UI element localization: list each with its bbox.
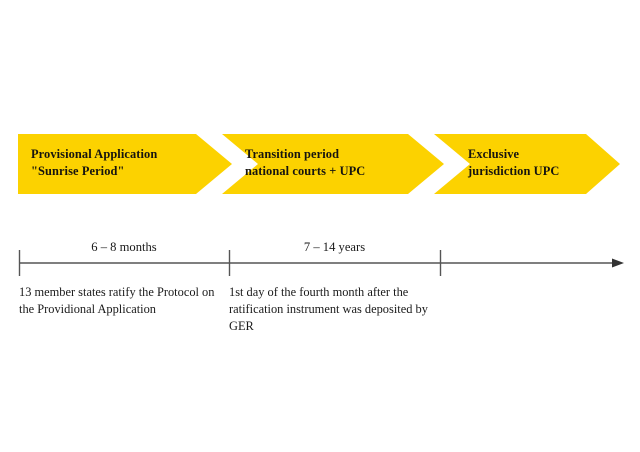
timeline-axis-shapes <box>18 250 624 276</box>
timeline-axis: 6 – 8 months 7 – 14 years <box>0 240 640 284</box>
chevron-arrow-band: Provisional Application "Sunrise Period"… <box>0 132 640 196</box>
duration-label-transition: 7 – 14 years <box>303 240 366 254</box>
chevron-stage-1-shape <box>18 134 232 194</box>
milestone-note-ratification-protocol: 13 member states ratify the Protocol on … <box>19 285 215 316</box>
chevron-stage-3-shape <box>434 134 620 194</box>
duration-label-sunrise: 6 – 8 months <box>91 240 157 254</box>
chevron-label-exclusive-jurisdiction: Exclusive jurisdiction UPC <box>468 147 560 178</box>
axis-arrowhead-icon <box>612 258 624 268</box>
chevron-stage-2-shape <box>222 134 444 194</box>
milestone-note-fourth-month: 1st day of the fourth month after the ra… <box>229 285 428 333</box>
chevron-shapes <box>18 134 620 194</box>
chevron-label-provisional-application: Provisional Application "Sunrise Period" <box>31 147 158 178</box>
chevron-label-transition-period: Transition period national courts + UPC <box>245 147 366 178</box>
